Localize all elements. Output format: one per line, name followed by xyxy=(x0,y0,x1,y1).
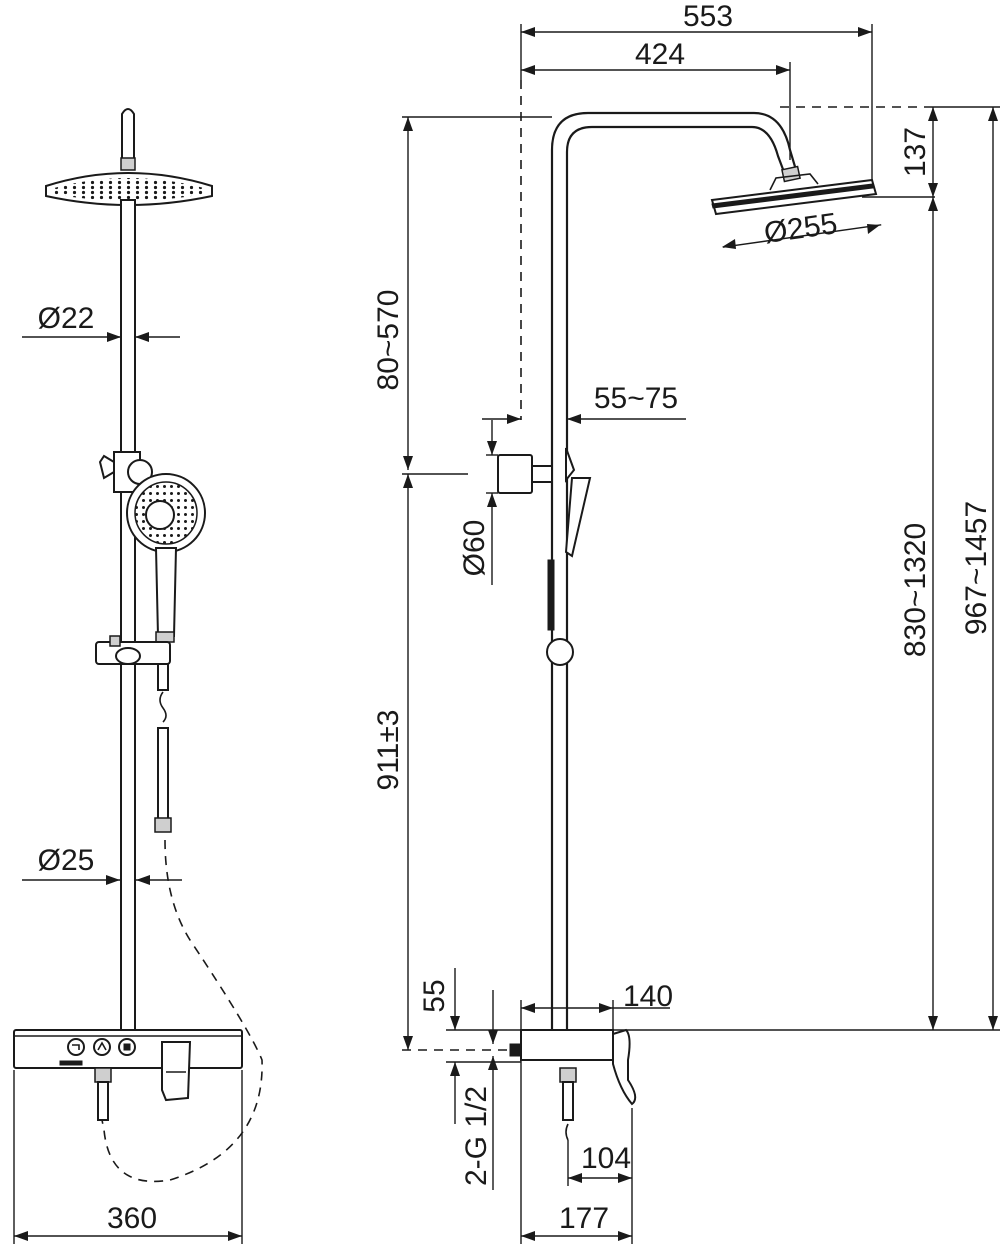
front-rod-diameter-label: Ø22 xyxy=(38,302,95,335)
front-bracket xyxy=(98,451,153,493)
front-lower-rod-diameter-label: Ø25 xyxy=(38,844,95,877)
front-head-nut xyxy=(120,157,136,171)
dim-overall-width: 553 xyxy=(520,0,873,180)
dim-head-reach: 424 xyxy=(521,38,791,160)
dim-wall-offset: 55~75 xyxy=(482,382,686,428)
front-rod-top xyxy=(121,108,135,161)
adjust-top-label: 80~570 xyxy=(372,290,405,391)
front-hose xyxy=(101,663,263,1183)
side-view xyxy=(497,80,935,1141)
front-hand-shower xyxy=(126,473,206,643)
dim-center-height: 911±3 xyxy=(372,473,512,1051)
head-reach-label: 424 xyxy=(635,38,685,71)
spout-label: 104 xyxy=(581,1142,631,1175)
dim-adjust-top: 80~570 xyxy=(372,116,552,470)
front-mixer-body xyxy=(13,1029,243,1121)
base-depth-label: 177 xyxy=(559,1202,609,1235)
bracket-diameter-label: Ø60 xyxy=(458,520,491,577)
dim-head-height: 137 xyxy=(899,107,938,197)
front-holder-slider xyxy=(95,635,171,665)
side-rain-shower-head xyxy=(710,173,878,216)
dim-bracket-diameter: Ø60 xyxy=(458,420,498,585)
wall-offset-label: 55~75 xyxy=(594,382,678,415)
front-rain-shower-head xyxy=(45,172,213,206)
inlet-thread-label: 2-G 1/2 xyxy=(460,1086,493,1186)
dim-front-width: 360 xyxy=(13,1070,243,1244)
front-width-label: 360 xyxy=(107,1202,157,1235)
dim-body-height: 55 xyxy=(418,968,521,1124)
dim-total-height: 967~1457 xyxy=(613,106,1000,1031)
body-height-label: 55 xyxy=(418,979,451,1012)
front-button-2-icon xyxy=(93,1038,111,1056)
front-main-rod xyxy=(120,199,136,1031)
dim-base-depth: 177 xyxy=(520,1060,633,1244)
front-view xyxy=(13,108,263,1183)
body-depth-label: 140 xyxy=(623,980,673,1013)
dim-front-lower-rod-diameter: Ø25 xyxy=(22,844,182,885)
center-height-label: 911±3 xyxy=(372,710,405,791)
dim-rod-height: 830~1320 xyxy=(899,197,938,1030)
side-wall-bracket xyxy=(497,447,576,494)
overall-width-label: 553 xyxy=(683,0,733,33)
total-height-label: 967~1457 xyxy=(960,501,993,635)
side-mixer-body xyxy=(509,1028,637,1141)
front-button-1-icon xyxy=(67,1038,85,1056)
side-hand-shower xyxy=(546,477,592,666)
rod-height-label: 830~1320 xyxy=(899,523,932,657)
head-diameter-label: Ø255 xyxy=(762,207,839,250)
dim-body-depth: 140 xyxy=(520,980,673,1030)
head-height-label: 137 xyxy=(899,127,932,177)
side-riser-pipe xyxy=(550,111,798,1030)
dim-front-rod-diameter: Ø22 xyxy=(22,302,180,342)
dim-inlet-thread: 2-G 1/2 xyxy=(460,990,498,1190)
dim-spout: 104 xyxy=(567,1108,633,1186)
dim-head-diameter: Ø255 xyxy=(722,207,882,250)
